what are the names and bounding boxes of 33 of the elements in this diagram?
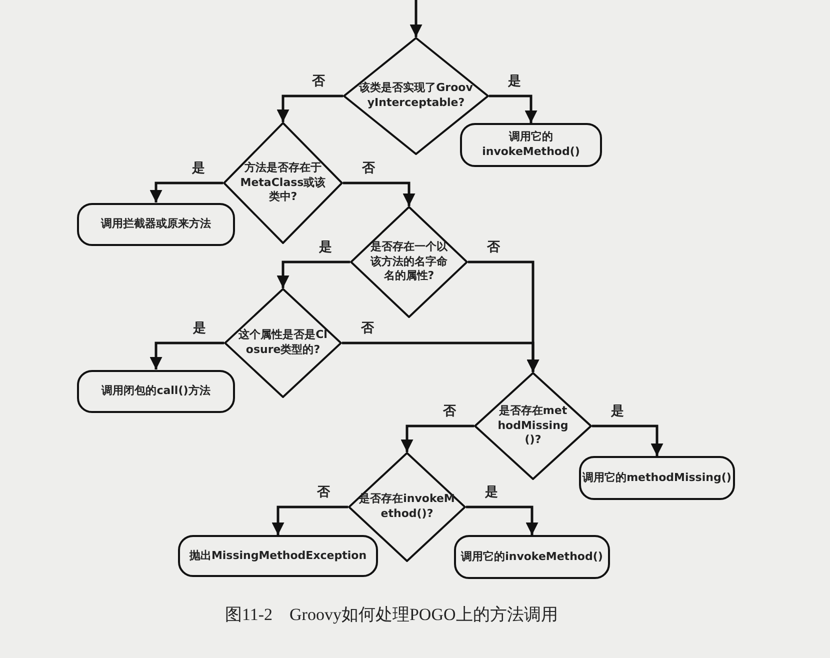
edge-label: 是 [484,486,499,500]
arrow [400,424,474,452]
edge-label: 否 [361,162,376,176]
arrow [466,506,538,535]
decision-diamond: 这个属性是否是Closure类型的? [224,288,342,398]
arrow [592,424,664,456]
figure-caption: 图11-2 Groovy如何处理POGO上的方法调用 [225,604,558,626]
process-box: 调用它的invokeMethod() [460,123,602,167]
arrow [410,0,422,37]
process-box: 抛出MissingMethodException [178,535,378,577]
edge-label: 是 [318,241,333,256]
edge-label: 是 [610,405,625,420]
edge-label: 否 [311,75,326,90]
arrow [150,182,223,202]
arrow [342,342,540,372]
arrow [276,260,350,288]
decision-diamond: 是否存在一个以该方法的名字命名的属性? [350,206,468,318]
edge-label: 否 [316,486,331,500]
edge-label: 是 [191,162,206,176]
arrow [343,182,416,206]
process-box: 调用它的methodMissing() [579,456,735,500]
arrow [489,94,538,123]
process-box: 调用拦截器或原来方法 [77,202,235,246]
edge-label: 否 [486,241,501,256]
process-box: 调用它的invokeMethod() [454,535,610,579]
arrow [276,94,343,122]
arrow [150,342,224,370]
edge-label: 否 [360,322,375,336]
edge-label: 是 [192,322,207,336]
edge-label: 否 [442,405,457,420]
arrow [272,506,348,535]
edge-label: 是 [507,75,522,90]
process-box: 调用闭包的call()方法 [77,370,235,412]
